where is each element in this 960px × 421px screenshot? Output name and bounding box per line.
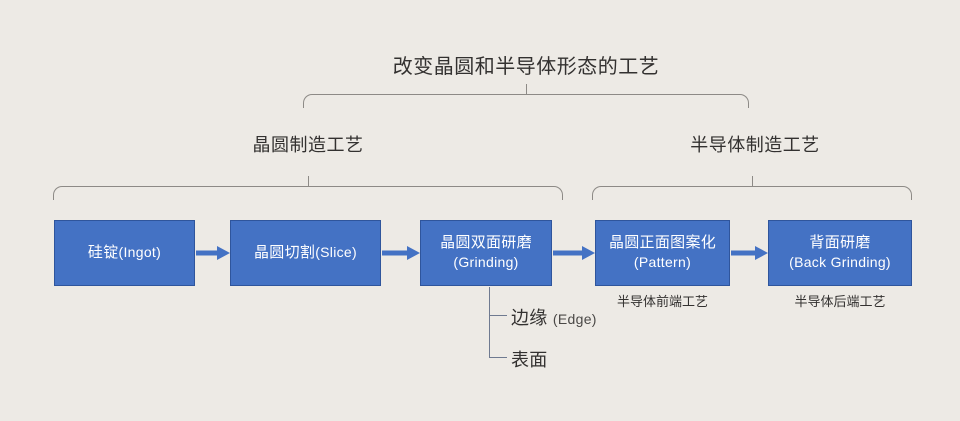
process-box-slice-en: (Slice) bbox=[315, 244, 357, 261]
branch-stub-surface bbox=[489, 357, 507, 358]
process-box-pattern[interactable]: 晶圆正面图案化 (Pattern) bbox=[595, 220, 730, 286]
caption-back-end-process: 半导体后端工艺 bbox=[794, 294, 886, 309]
process-box-grinding-label: 晶圆双面研磨 (Grinding) bbox=[440, 233, 532, 273]
group-label-wafer: 晶圆制造工艺 bbox=[252, 135, 364, 155]
branch-label-surface-cn: 表面 bbox=[511, 350, 548, 370]
bracket-wafer-stem bbox=[308, 176, 309, 187]
bracket-semiconductor-stem bbox=[752, 176, 753, 187]
branch-stub-edge bbox=[489, 315, 507, 316]
process-box-back-grinding-label: 背面研磨 (Back Grinding) bbox=[789, 233, 891, 273]
group-label-semiconductor: 半导体制造工艺 bbox=[690, 135, 820, 155]
process-box-ingot-label: 硅锭(Ingot) bbox=[88, 243, 161, 263]
process-box-back-grinding[interactable]: 背面研磨 (Back Grinding) bbox=[768, 220, 912, 286]
bracket-semiconductor-group bbox=[592, 176, 912, 200]
process-box-grinding-en: (Grinding) bbox=[453, 254, 519, 270]
bracket-overall bbox=[303, 84, 749, 108]
arrow-icon-4 bbox=[731, 246, 768, 260]
diagram-title: 改变晶圆和半导体形态的工艺 bbox=[392, 56, 660, 78]
bracket-wafer-group bbox=[53, 176, 563, 200]
process-box-ingot-cn: 硅锭 bbox=[87, 244, 119, 262]
branch-label-edge-cn: 边缘 bbox=[511, 308, 548, 328]
branch-label-edge-en: (Edge) bbox=[552, 311, 597, 327]
process-box-back-grinding-en: (Back Grinding) bbox=[789, 254, 891, 270]
process-box-pattern-cn: 晶圆正面图案化 bbox=[608, 234, 717, 252]
bracket-overall-stem bbox=[526, 84, 527, 95]
process-box-pattern-label: 晶圆正面图案化 (Pattern) bbox=[609, 233, 716, 273]
branch-stem-line bbox=[489, 287, 490, 358]
arrow-icon-1 bbox=[196, 246, 230, 260]
branch-label-surface: 表面 bbox=[511, 346, 548, 372]
process-box-ingot[interactable]: 硅锭(Ingot) bbox=[54, 220, 195, 286]
arrow-icon-3 bbox=[553, 246, 595, 260]
branch-label-edge: 边缘 (Edge) bbox=[511, 304, 597, 330]
process-box-pattern-en: (Pattern) bbox=[633, 254, 692, 270]
arrow-icon-2 bbox=[382, 246, 420, 260]
process-box-slice[interactable]: 晶圆切割(Slice) bbox=[230, 220, 381, 286]
process-box-grinding[interactable]: 晶圆双面研磨 (Grinding) bbox=[420, 220, 552, 286]
process-box-slice-label: 晶圆切割(Slice) bbox=[254, 243, 357, 263]
process-box-back-grinding-cn: 背面研磨 bbox=[809, 234, 871, 252]
caption-front-end-process: 半导体前端工艺 bbox=[616, 294, 708, 309]
process-box-slice-cn: 晶圆切割 bbox=[254, 244, 316, 262]
process-box-ingot-en: (Ingot) bbox=[118, 244, 162, 261]
process-box-grinding-cn: 晶圆双面研磨 bbox=[440, 234, 532, 252]
